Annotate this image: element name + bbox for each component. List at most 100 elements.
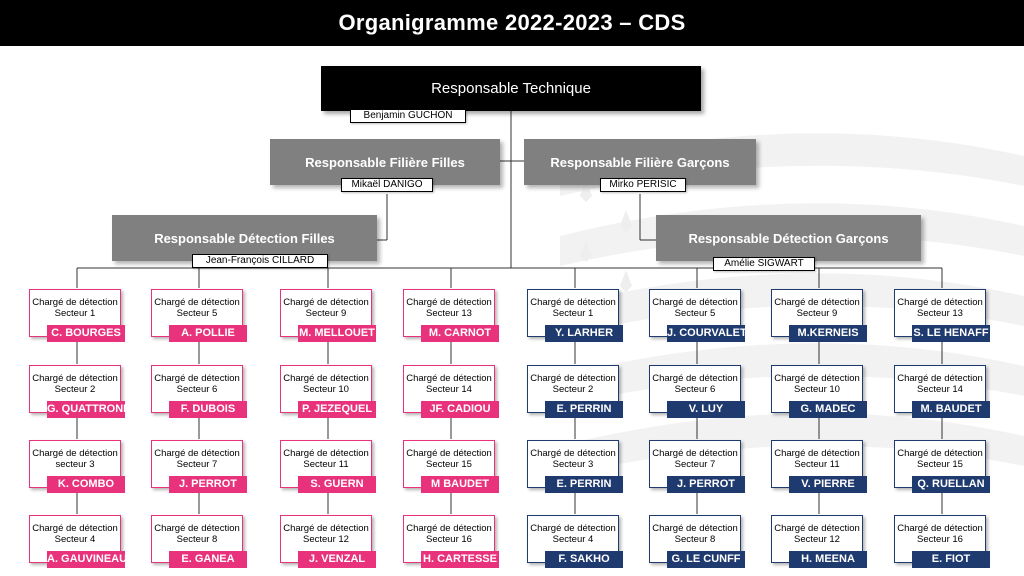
page-title: Organigramme 2022-2023 – CDS: [338, 10, 686, 35]
card-sector: Secteur 16: [426, 534, 472, 545]
card-person-name: S. LE HENAFF: [912, 325, 990, 342]
card-role: Chargé de détection: [774, 448, 860, 459]
card-role: Chargé de détection: [283, 523, 369, 534]
card-sector: Secteur 5: [176, 308, 218, 319]
card-person-name: S. GUERN: [298, 476, 376, 493]
card-person-name: Y. LARHER: [545, 325, 623, 342]
card-sector: Secteur 9: [305, 308, 347, 319]
card-sector: Secteur 12: [794, 534, 840, 545]
detection-garcons-box: Responsable Détection Garçons: [656, 215, 921, 261]
responsable-technique-name: Benjamin GUCHON: [350, 109, 466, 123]
card-role: Chargé de détection: [32, 448, 118, 459]
card-sector: Secteur 6: [176, 384, 218, 395]
card-person-name: H. MEENA: [789, 551, 867, 568]
card-person-name: JF. CADIOU: [421, 401, 499, 418]
card-role: Chargé de détection: [530, 523, 616, 534]
card-sector: secteur 3: [55, 459, 95, 470]
card-sector: Secteur 10: [303, 384, 349, 395]
card-person-name: J. VENZAL: [298, 551, 376, 568]
card-person-name: G. QUATTRONE: [47, 401, 125, 418]
card-person-name: M. MELLOUET: [298, 325, 376, 342]
card-sector: Secteur 2: [552, 384, 594, 395]
card-person-name: H. CARTESSE: [421, 551, 499, 568]
detection-garcons-name: Amélie SIGWART: [713, 257, 815, 271]
card-sector: Secteur 4: [54, 534, 96, 545]
card-person-name: F. DUBOIS: [169, 401, 247, 418]
filiere-filles-name: Mikaël DANIGO: [341, 178, 433, 192]
card-role: Chargé de détection: [652, 373, 738, 384]
card-person-name: Q. RUELLAN: [912, 476, 990, 493]
filiere-garcons-box: Responsable Filière Garçons: [524, 139, 756, 185]
card-sector: Secteur 9: [796, 308, 838, 319]
card-role: Chargé de détection: [406, 448, 492, 459]
card-role: Chargé de détection: [32, 373, 118, 384]
card-person-name: G. MADEC: [789, 401, 867, 418]
card-role: Chargé de détection: [652, 523, 738, 534]
card-person-name: M. BAUDET: [912, 401, 990, 418]
card-role: Chargé de détection: [154, 523, 240, 534]
card-role: Chargé de détection: [530, 373, 616, 384]
card-person-name: C. BOURGES: [47, 325, 125, 342]
card-person-name: P. JEZEQUEL: [298, 401, 376, 418]
card-person-name: A. GAUVINEAU: [47, 551, 125, 568]
card-sector: Secteur 7: [674, 459, 716, 470]
card-person-name: V. PIERRE: [789, 476, 867, 493]
title-bar: Organigramme 2022-2023 – CDS: [0, 0, 1024, 46]
card-person-name: J. PERROT: [169, 476, 247, 493]
card-sector: Secteur 1: [54, 308, 96, 319]
card-person-name: E. GANEA: [169, 551, 247, 568]
detection-garcons-role: Responsable Détection Garçons: [688, 230, 889, 246]
card-person-name: G. LE CUNFF: [667, 551, 745, 568]
detection-filles-box: Responsable Détection Filles: [112, 215, 377, 261]
detection-filles-role: Responsable Détection Filles: [154, 230, 335, 246]
card-role: Chargé de détection: [406, 373, 492, 384]
card-person-name: A. POLLIE: [169, 325, 247, 342]
card-sector: Secteur 8: [674, 534, 716, 545]
card-sector: Secteur 16: [917, 534, 963, 545]
card-person-name: E. PERRIN: [545, 476, 623, 493]
card-role: Chargé de détection: [154, 373, 240, 384]
card-role: Chargé de détection: [530, 297, 616, 308]
card-role: Chargé de détection: [652, 448, 738, 459]
card-person-name: J. PERROT: [667, 476, 745, 493]
card-sector: Secteur 13: [426, 308, 472, 319]
card-sector: Secteur 4: [552, 534, 594, 545]
card-person-name: K. COMBO: [47, 476, 125, 493]
card-role: Chargé de détection: [774, 373, 860, 384]
card-person-name: F. SAKHO: [545, 551, 623, 568]
card-person-name: E. FIOT: [912, 551, 990, 568]
detection-filles-name: Jean-François CILLARD: [192, 254, 328, 268]
filiere-filles-role: Responsable Filière Filles: [305, 154, 465, 170]
card-person-name: J. COURVALET: [667, 325, 745, 342]
card-sector: Secteur 8: [176, 534, 218, 545]
filiere-garcons-name: Mirko PERISIC: [600, 178, 686, 192]
card-person-name: M BAUDET: [421, 476, 499, 493]
card-role: Chargé de détection: [897, 297, 983, 308]
card-role: Chargé de détection: [154, 448, 240, 459]
card-role: Chargé de détection: [154, 297, 240, 308]
card-sector: Secteur 3: [552, 459, 594, 470]
